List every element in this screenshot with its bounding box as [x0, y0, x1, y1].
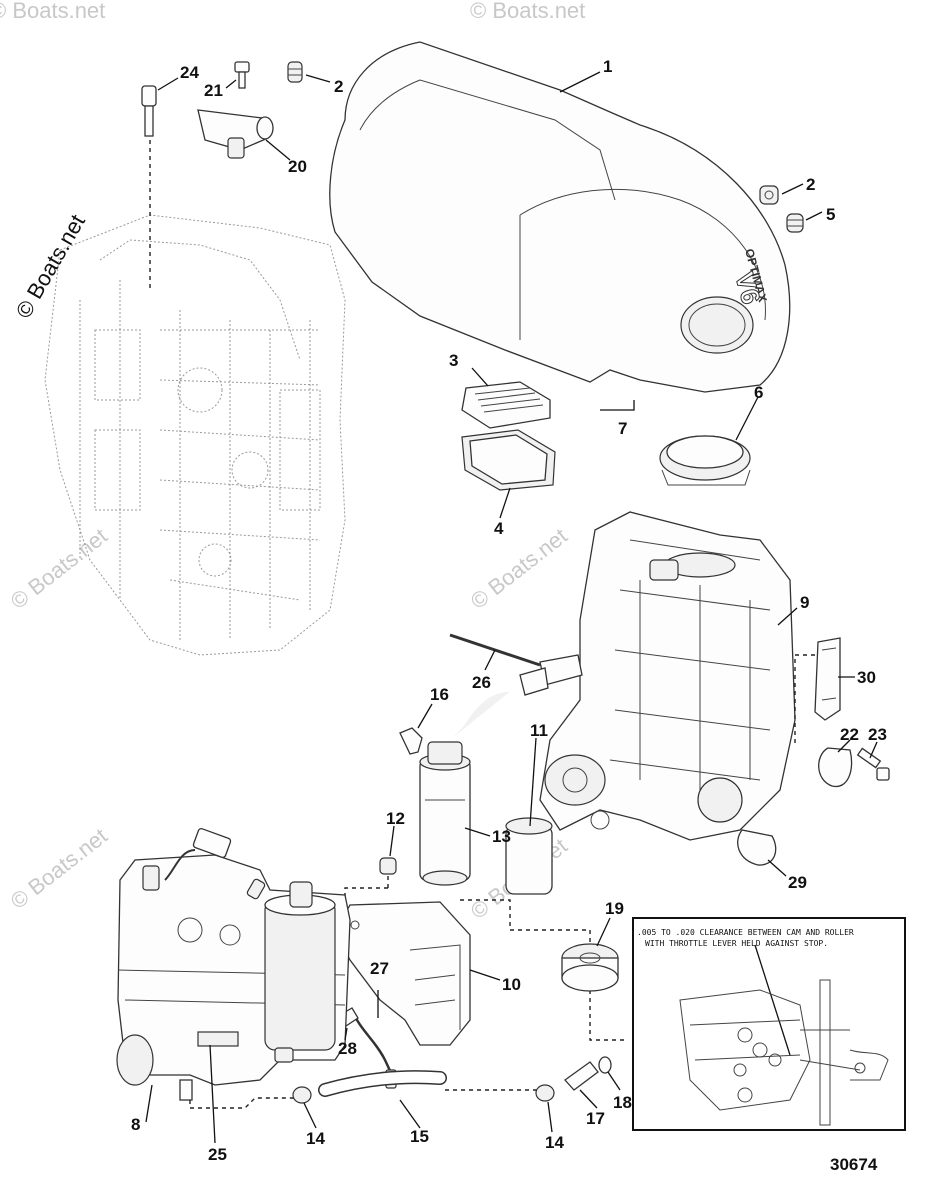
callout-17: 17 — [586, 1109, 605, 1128]
seal-6 — [659, 435, 751, 486]
callout-14: 14 — [545, 1133, 564, 1152]
callout-26: 26 — [472, 673, 491, 692]
callout-2: 2 — [806, 175, 815, 194]
powerhead-reference — [44, 214, 346, 656]
clamp-22 — [818, 747, 853, 788]
clamp-14-right — [535, 1084, 555, 1102]
grommet-2-right — [759, 185, 779, 205]
callout-12: 12 — [386, 809, 405, 828]
faint-watermark: © Boats.net — [6, 823, 112, 914]
leader-lines — [145, 71, 878, 1144]
callout-18: 18 — [613, 1093, 632, 1112]
callout-4: 4 — [494, 519, 504, 538]
clamp-14-left — [292, 1086, 312, 1104]
bracket-10 — [334, 901, 471, 1046]
clip-30 — [794, 637, 841, 745]
callout-19: 19 — [605, 899, 624, 918]
callout-25: 25 — [208, 1145, 227, 1164]
fuel-rail-9 — [539, 511, 796, 841]
callout-1: 1 — [603, 57, 612, 76]
callout-29: 29 — [788, 873, 807, 892]
faint-watermark: © Boats.net — [0, 0, 105, 23]
label-25-area — [197, 1031, 239, 1047]
fitting-24 — [141, 85, 157, 290]
callout-30: 30 — [857, 668, 876, 687]
callout-8: 8 — [131, 1115, 140, 1134]
grommet-5 — [786, 213, 804, 233]
inset-note-line2: WITH THROTTLE LEVER HELD AGAINST STOP. — [645, 939, 828, 948]
vapor-separator-8 — [116, 827, 351, 1101]
route-line — [344, 887, 388, 915]
faint-watermark: © Boats.net — [470, 0, 585, 23]
callout-27: 27 — [370, 959, 389, 978]
inset-note-line1: .005 TO .020 CLEARANCE BETWEEN CAM AND R… — [637, 928, 854, 937]
callout-numbers: 24 21 2 20 1 2 5 3 7 6 4 9 30 26 16 22 2… — [131, 57, 887, 1174]
callout-21: 21 — [204, 81, 223, 100]
grommet-19 — [561, 943, 619, 992]
grommet-2-top — [287, 61, 303, 83]
callout-28: 28 — [338, 1039, 357, 1058]
callout-9: 9 — [800, 593, 809, 612]
callout-15: 15 — [410, 1127, 429, 1146]
callout-20: 20 — [288, 157, 307, 176]
filter-3 — [461, 381, 551, 429]
boats-net-watermark: © Boats.net — [11, 210, 90, 322]
sleeve-11 — [505, 817, 553, 895]
callout-22: 22 — [840, 725, 859, 744]
bolt-23 — [856, 747, 890, 781]
faint-watermark: © Boats.net — [466, 523, 572, 614]
engine-cover-1: OPTIMAX V6 — [329, 41, 791, 393]
callout-24: 24 — [180, 63, 199, 82]
callout-16: 16 — [430, 685, 449, 704]
callout-14: 14 — [306, 1129, 325, 1148]
diagram-number: 30674 — [830, 1155, 878, 1174]
fuel-pump-13 — [419, 654, 583, 886]
gasket-4 — [461, 429, 556, 491]
hose-15 — [189, 1070, 540, 1109]
route-line — [589, 990, 625, 1041]
callout-7: 7 — [618, 419, 627, 438]
clamp-29 — [737, 829, 777, 866]
o-ring-18 — [598, 1056, 612, 1074]
callout-5: 5 — [826, 205, 835, 224]
callout-13: 13 — [492, 827, 511, 846]
bolt-21 — [234, 61, 250, 89]
callout-11: 11 — [530, 721, 548, 740]
inset-detail-box: .005 TO .020 CLEARANCE BETWEEN CAM AND R… — [632, 917, 906, 1131]
callout-23: 23 — [868, 725, 887, 744]
callout-3: 3 — [449, 351, 458, 370]
part-7-marker — [600, 400, 635, 411]
sensor-20 — [197, 109, 274, 159]
elbow-16 — [399, 727, 423, 755]
plug-12 — [379, 857, 397, 888]
callout-10: 10 — [502, 975, 521, 994]
fitting-17 — [564, 1061, 599, 1091]
callout-2: 2 — [334, 77, 343, 96]
route-line — [460, 899, 591, 960]
callout-6: 6 — [754, 383, 763, 402]
